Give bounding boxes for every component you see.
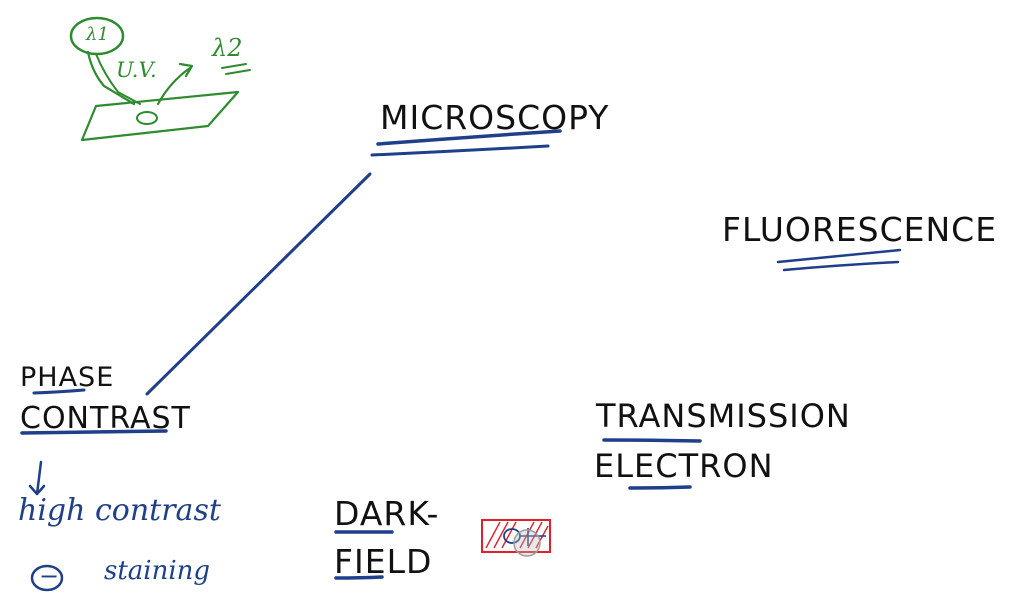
microscopy-underline-1 <box>376 129 562 146</box>
fluorescence-underline-2 <box>782 260 900 272</box>
microscopy-heading: MICROSCOPY <box>380 98 610 137</box>
high-contrast-note: high contrast <box>18 493 221 528</box>
fluorescence-underline-1 <box>776 248 902 264</box>
field-label: FIELD <box>334 542 433 581</box>
transmission-underline <box>602 438 702 443</box>
specimen-icon <box>136 111 158 125</box>
minus-sign-note: − <box>39 562 60 590</box>
microscopy-underline-2 <box>370 144 550 157</box>
phase-label: PHASE <box>20 362 115 393</box>
minus-circle-icon <box>30 564 64 592</box>
staining-note: staining <box>104 556 211 586</box>
lambda2-underline <box>221 63 251 75</box>
fluorescence-label: FLUORESCENCE <box>722 210 998 249</box>
down-arrow-icon <box>28 460 46 496</box>
contrast-underline <box>20 429 168 435</box>
cursor-pointer-icon <box>513 529 541 557</box>
scribbled-diagram <box>481 519 551 553</box>
electron-underline <box>628 485 692 490</box>
phase-underline <box>32 388 86 395</box>
emitted-light-arrow-icon <box>156 62 194 106</box>
uv-beam-line-2 <box>95 53 141 105</box>
sketch-lambda1-label: λ1 <box>86 24 109 45</box>
dark-label: DARK- <box>334 494 440 533</box>
contrast-label: CONTRAST <box>20 401 191 436</box>
field-underline <box>334 575 384 580</box>
electron-label: ELECTRON <box>594 447 774 485</box>
slide-shape <box>80 90 240 142</box>
connector-line <box>145 172 372 396</box>
sketch-lambda2-label: λ2 <box>212 34 243 62</box>
uv-beam-line <box>86 50 136 106</box>
sketch-uv-label: U.V. <box>116 58 157 82</box>
transmission-label: TRANSMISSION <box>596 397 851 435</box>
